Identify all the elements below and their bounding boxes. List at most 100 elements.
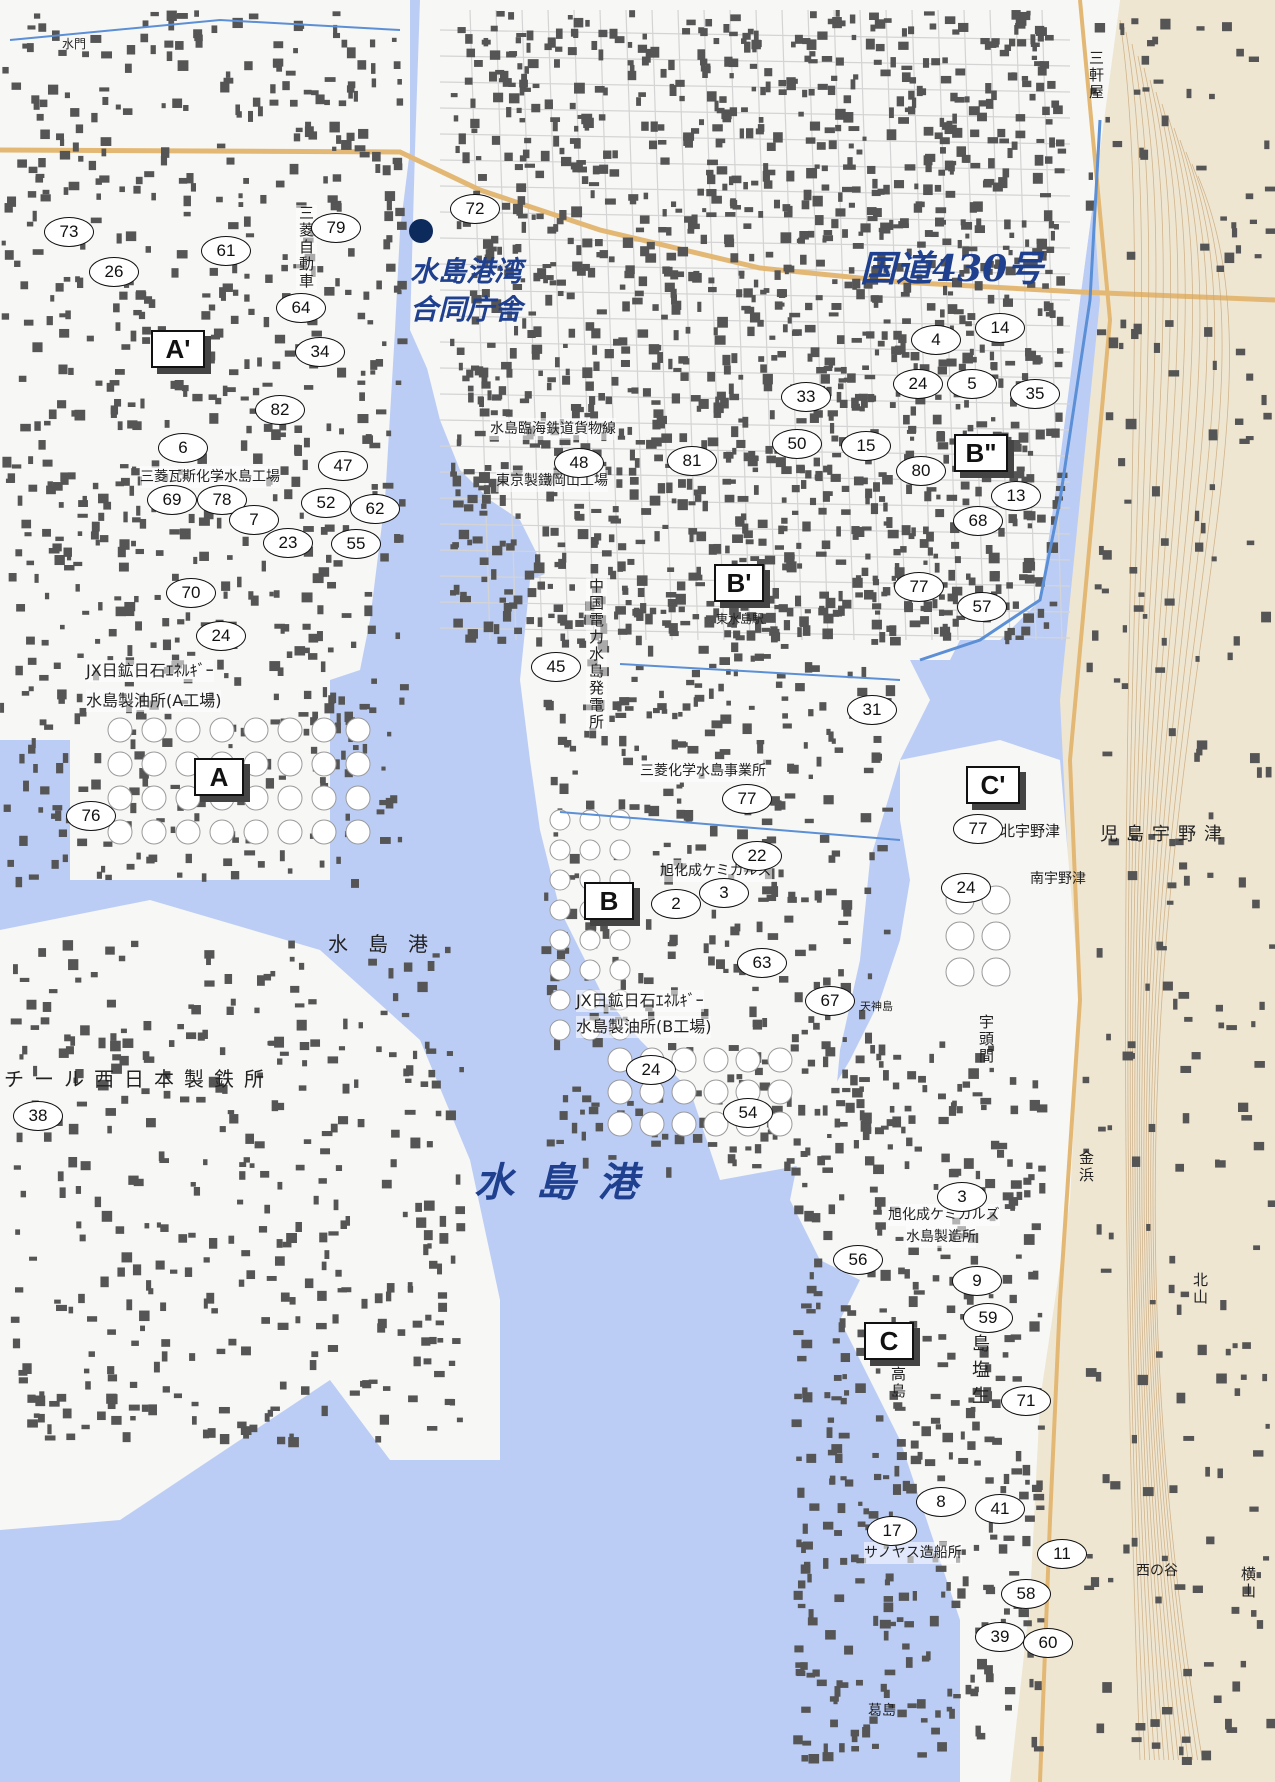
- zone-c-prime[interactable]: C': [966, 766, 1020, 804]
- building-block: [635, 635, 642, 646]
- building-block: [217, 659, 224, 670]
- building-block: [890, 57, 896, 68]
- marker-2[interactable]: 2: [651, 889, 701, 919]
- building-block: [871, 1743, 879, 1749]
- marker-69[interactable]: 69: [147, 485, 197, 515]
- marker-11[interactable]: 11: [1037, 1539, 1087, 1569]
- marker-80[interactable]: 80: [896, 456, 946, 486]
- marker-61[interactable]: 61: [201, 236, 251, 266]
- marker-26[interactable]: 26: [89, 257, 139, 287]
- marker-24-b[interactable]: 24: [893, 369, 943, 399]
- building-block: [107, 1125, 112, 1134]
- marker-33[interactable]: 33: [781, 382, 831, 412]
- building-block: [38, 807, 44, 813]
- building-block: [737, 495, 749, 502]
- marker-24-a[interactable]: 24: [196, 621, 246, 651]
- building-block: [33, 13, 41, 19]
- marker-77-c[interactable]: 77: [953, 814, 1003, 844]
- marker-3-b[interactable]: 3: [937, 1182, 987, 1212]
- building-block: [504, 152, 513, 162]
- marker-81[interactable]: 81: [667, 446, 717, 476]
- building-block: [574, 511, 581, 520]
- marker-48[interactable]: 48: [554, 448, 604, 478]
- marker-24-c[interactable]: 24: [941, 873, 991, 903]
- zone-b-double-prime[interactable]: B": [954, 434, 1008, 472]
- office-dot-icon[interactable]: [409, 219, 433, 243]
- building-block: [859, 1077, 870, 1083]
- marker-8[interactable]: 8: [916, 1487, 966, 1517]
- marker-62[interactable]: 62: [350, 494, 400, 524]
- zone-b[interactable]: B: [584, 882, 634, 920]
- building-block: [42, 189, 50, 195]
- marker-55[interactable]: 55: [331, 529, 381, 559]
- building-block: [303, 1139, 312, 1144]
- marker-47[interactable]: 47: [318, 451, 368, 481]
- building-block: [569, 745, 577, 752]
- zone-b-prime[interactable]: B': [714, 564, 764, 602]
- building-block: [225, 387, 236, 393]
- marker-14[interactable]: 14: [975, 313, 1025, 343]
- marker-45[interactable]: 45: [531, 652, 581, 682]
- marker-56[interactable]: 56: [833, 1245, 883, 1275]
- marker-54[interactable]: 54: [723, 1098, 773, 1128]
- marker-39[interactable]: 39: [975, 1622, 1025, 1652]
- marker-6[interactable]: 6: [158, 433, 208, 463]
- building-block: [871, 619, 882, 630]
- zone-a-prime[interactable]: A': [151, 330, 205, 368]
- marker-38[interactable]: 38: [13, 1101, 63, 1131]
- building-block: [851, 526, 860, 535]
- building-block: [691, 669, 701, 678]
- marker-15[interactable]: 15: [841, 431, 891, 461]
- building-block: [161, 103, 166, 109]
- building-block: [985, 1673, 994, 1683]
- marker-52[interactable]: 52: [301, 488, 351, 518]
- marker-3-a[interactable]: 3: [699, 878, 749, 908]
- building-block: [992, 182, 1003, 192]
- building-block: [1215, 1159, 1220, 1165]
- building-block: [889, 219, 894, 230]
- marker-5[interactable]: 5: [947, 369, 997, 399]
- marker-73[interactable]: 73: [44, 217, 94, 247]
- marker-50[interactable]: 50: [772, 429, 822, 459]
- marker-24-d[interactable]: 24: [626, 1055, 676, 1085]
- marker-31[interactable]: 31: [847, 695, 897, 725]
- building-block: [337, 1288, 347, 1293]
- marker-77-a[interactable]: 77: [894, 572, 944, 602]
- marker-58[interactable]: 58: [1001, 1579, 1051, 1609]
- marker-22[interactable]: 22: [732, 841, 782, 871]
- building-block: [257, 106, 263, 117]
- marker-63[interactable]: 63: [737, 948, 787, 978]
- marker-76[interactable]: 76: [66, 801, 116, 831]
- building-block: [133, 1178, 144, 1187]
- building-block: [824, 127, 835, 134]
- marker-4[interactable]: 4: [911, 325, 961, 355]
- marker-35[interactable]: 35: [1010, 379, 1060, 409]
- marker-72[interactable]: 72: [450, 194, 500, 224]
- marker-64[interactable]: 64: [276, 293, 326, 323]
- marker-79[interactable]: 79: [311, 213, 361, 243]
- marker-41[interactable]: 41: [975, 1494, 1025, 1524]
- marker-70[interactable]: 70: [166, 578, 216, 608]
- building-block: [901, 65, 913, 70]
- marker-60[interactable]: 60: [1023, 1628, 1073, 1658]
- marker-82[interactable]: 82: [255, 395, 305, 425]
- marker-68[interactable]: 68: [953, 506, 1003, 536]
- building-block: [574, 873, 580, 879]
- marker-67[interactable]: 67: [805, 986, 855, 1016]
- marker-17[interactable]: 17: [867, 1516, 917, 1546]
- building-block: [582, 1095, 592, 1103]
- building-block: [935, 207, 947, 214]
- marker-57[interactable]: 57: [957, 592, 1007, 622]
- zone-c[interactable]: C: [864, 1322, 914, 1360]
- marker-71[interactable]: 71: [1001, 1386, 1051, 1416]
- building-block: [438, 1302, 448, 1312]
- marker-23[interactable]: 23: [263, 528, 313, 558]
- marker-13[interactable]: 13: [991, 481, 1041, 511]
- marker-7[interactable]: 7: [229, 505, 279, 535]
- marker-59[interactable]: 59: [963, 1303, 1013, 1333]
- marker-77-b[interactable]: 77: [722, 784, 772, 814]
- zone-a[interactable]: A: [194, 758, 244, 796]
- marker-34[interactable]: 34: [295, 337, 345, 367]
- marker-9[interactable]: 9: [952, 1266, 1002, 1296]
